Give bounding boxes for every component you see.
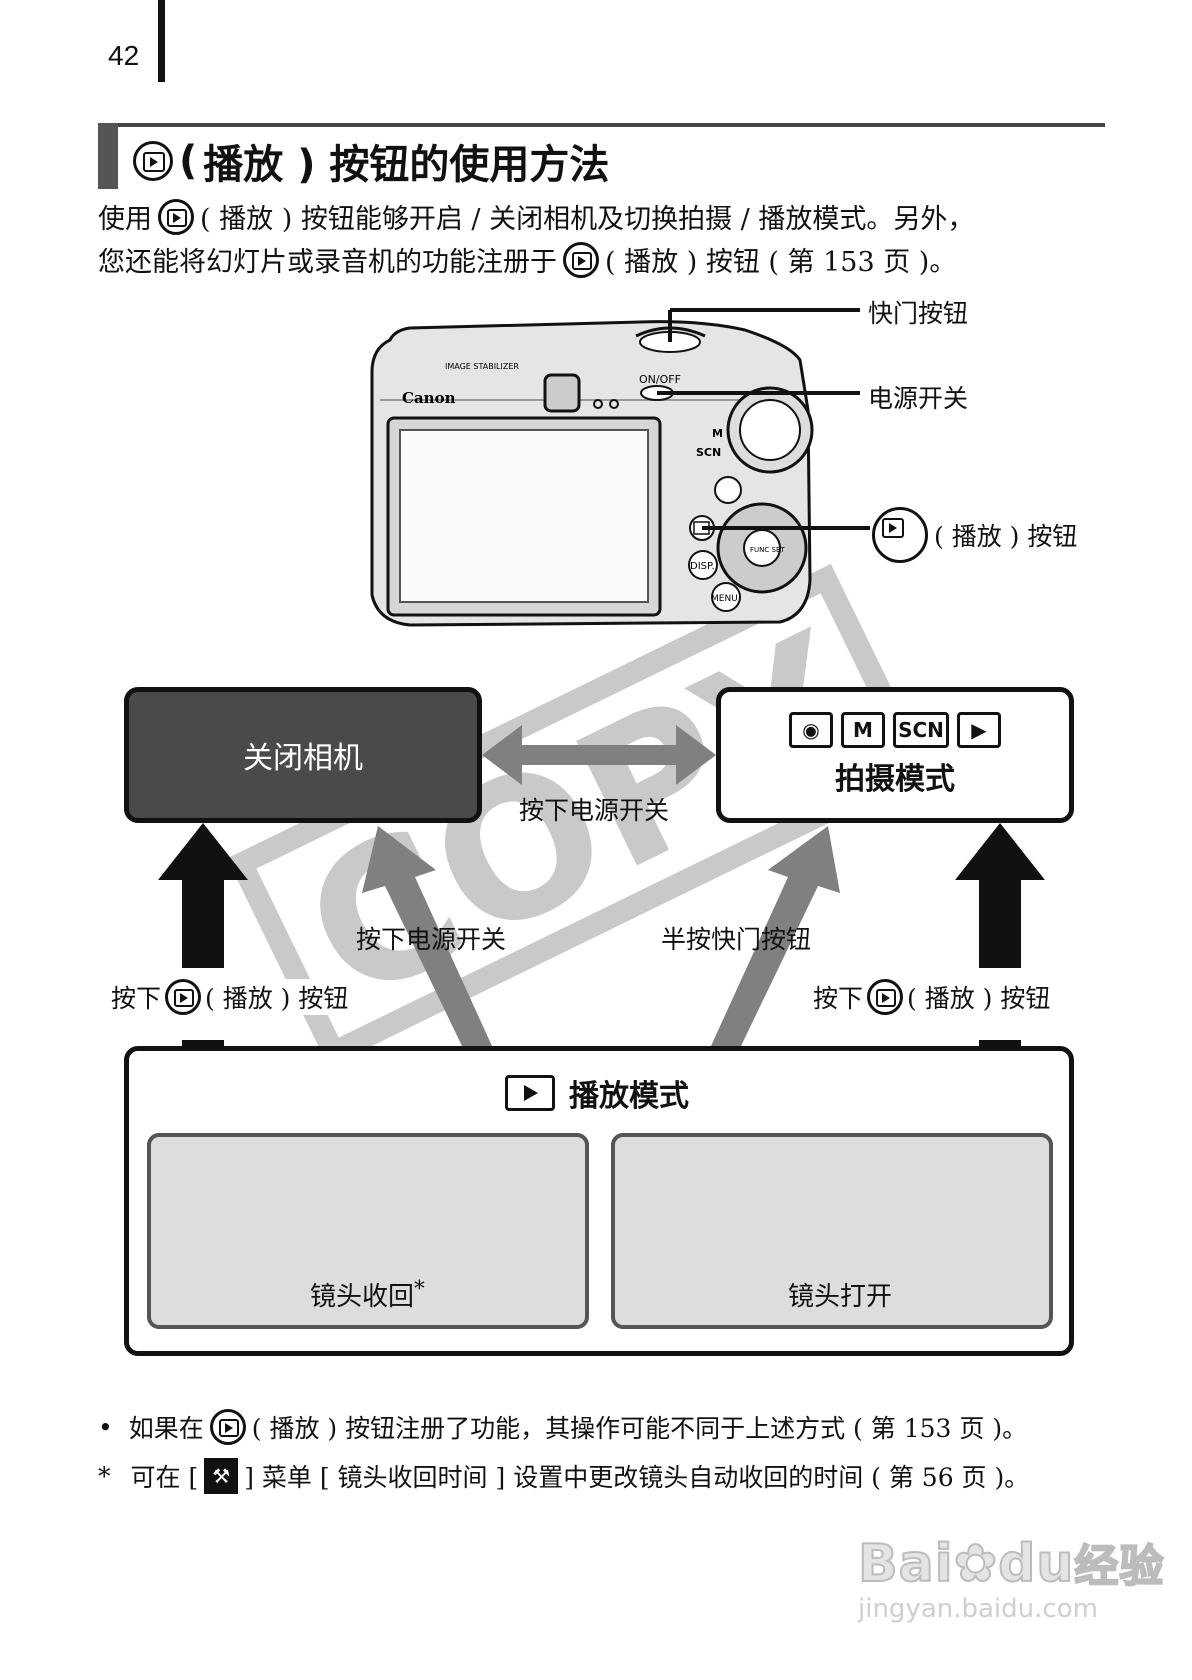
intro-line-1: 使用 ( 播放 ) 按钮能够开启 / 关闭相机及切换拍摄 / 播放模式。另外，	[98, 197, 974, 236]
page-number-bar	[158, 0, 165, 82]
left-up-arrow	[158, 823, 248, 968]
title-text: 播放 ) 按钮的使用方法	[203, 142, 610, 188]
shooting-mode-box: ◉ M SCN ▶ 拍摄模式	[716, 687, 1074, 823]
play-button-icon	[165, 979, 202, 1015]
section-rule	[98, 123, 1105, 127]
baidu-logo-text: Bai	[857, 1533, 954, 1595]
arrow-top-label: 按下电源开关	[519, 796, 670, 825]
camera-off-box: 关闭相机	[124, 687, 482, 823]
title-paren: (	[179, 138, 198, 184]
playback-icon	[505, 1075, 555, 1111]
paw-icon: ✿	[953, 1533, 999, 1595]
playback-mode-label: 播放模式	[569, 1079, 689, 1114]
lens-retracted-panel	[147, 1133, 589, 1329]
scene-mode-icon: SCN	[893, 712, 949, 748]
play-button-icon	[867, 979, 904, 1015]
asterisk: *	[98, 1461, 111, 1491]
camera-brand-text: Canon	[402, 389, 456, 407]
left-press-label: 按下 ( 播放 ) 按钮	[111, 979, 349, 1015]
page-title: (播放 ) 按钮的使用方法	[133, 132, 609, 190]
camera-func-text: FUNC SET	[750, 546, 785, 554]
tools-menu-icon: ⚒	[204, 1458, 239, 1494]
note-1: • 如果在 ( 播放 ) 按钮注册了功能，其操作可能不同于上述方式 ( 第 15…	[98, 1409, 1027, 1445]
camera-menu-text: MENU	[711, 594, 738, 604]
camera-mode-scn: SCN	[696, 446, 721, 459]
lens-extended-label: 镜头打开	[788, 1282, 893, 1312]
play-button-icon	[872, 507, 928, 563]
baidu-logo-text: du	[997, 1533, 1075, 1595]
intro-text: 您还能将幻灯片或录音机的功能注册于	[98, 247, 557, 278]
right-diag-arrow	[711, 826, 840, 1046]
power-double-arrow	[482, 725, 716, 785]
title-marker	[98, 123, 118, 189]
camera-mode-m: M	[712, 427, 723, 440]
arrow-left-diag-label: 按下电源开关	[356, 925, 507, 954]
intro-text: ( 播放 ) 按钮能够开启 / 关闭相机及切换拍摄 / 播放模式。另外，	[200, 204, 975, 235]
note-text: 可在 [	[130, 1463, 199, 1492]
camera-back-illustration: IMAGE STABILIZER Canon ON/OFF M SCN DISP…	[370, 308, 870, 627]
arrow-right-diag-label: 半按快门按钮	[661, 925, 812, 954]
footnote-mark: *	[414, 1276, 425, 1302]
lens-retracted-text: 镜头收回	[310, 1282, 415, 1312]
baidu-watermark: Bai✿du经验 jingyan.baidu.com	[857, 1530, 1164, 1650]
shutter-callout: 快门按钮	[868, 299, 969, 328]
page-number: 42	[108, 40, 140, 71]
shooting-mode-label: 拍摄模式	[835, 762, 955, 797]
baidu-logo-cn: 经验	[1073, 1540, 1165, 1593]
shooting-mode-icons: ◉ M SCN ▶	[789, 712, 1001, 748]
play-button-icon	[133, 141, 173, 181]
camera-icon: ◉	[789, 712, 833, 748]
camera-disp-text: DISP.	[690, 561, 715, 572]
manual-mode-icon: M	[841, 712, 885, 748]
intro-text: ( 播放 ) 按钮 ( 第 153 页 )。	[605, 247, 957, 278]
play-button-icon	[563, 241, 599, 278]
note-text: 如果在	[128, 1414, 204, 1443]
play-callout: ( 播放 ) 按钮	[872, 507, 1077, 563]
note-text: ( 播放 ) 按钮注册了功能，其操作可能不同于上述方式 ( 第 153 页 )。	[251, 1414, 1028, 1443]
camera-stabilizer-text: IMAGE STABILIZER	[445, 362, 519, 371]
left-diag-arrow	[362, 826, 492, 1046]
intro-line-2: 您还能将幻灯片或录音机的功能注册于 ( 播放 ) 按钮 ( 第 153 页 )。	[98, 240, 956, 279]
note-text: ] 菜单 [ 镜头收回时间 ] 设置中更改镜头自动收回的时间 ( 第 56 页 …	[244, 1463, 1030, 1492]
intro-text: 使用	[98, 204, 152, 235]
play-button-icon	[209, 1409, 246, 1445]
lens-extended-panel	[611, 1133, 1053, 1329]
right-up-arrow	[955, 823, 1045, 968]
playback-mode-title: 播放模式	[505, 1071, 689, 1115]
press-text: 按下	[813, 984, 864, 1013]
press-text: 按下	[111, 984, 162, 1013]
baidu-logo: Bai✿du经验	[857, 1530, 1164, 1595]
play-callout-text: ( 播放 ) 按钮	[934, 522, 1078, 551]
press-text: ( 播放 ) 按钮	[205, 984, 349, 1013]
baidu-url: jingyan.baidu.com	[858, 1594, 1098, 1624]
lens-retracted-label: 镜头收回*	[310, 1276, 425, 1313]
bullet: •	[98, 1412, 113, 1442]
play-button-icon	[158, 198, 194, 235]
movie-icon: ▶	[957, 712, 1001, 748]
right-press-label: 按下 ( 播放 ) 按钮	[813, 979, 1051, 1015]
press-text: ( 播放 ) 按钮	[907, 984, 1051, 1013]
power-callout: 电源开关	[868, 384, 969, 413]
camera-onoff-text: ON/OFF	[639, 373, 681, 386]
note-2: * 可在 [ ⚒ ] 菜单 [ 镜头收回时间 ] 设置中更改镜头自动收回的时间 …	[98, 1458, 1029, 1494]
